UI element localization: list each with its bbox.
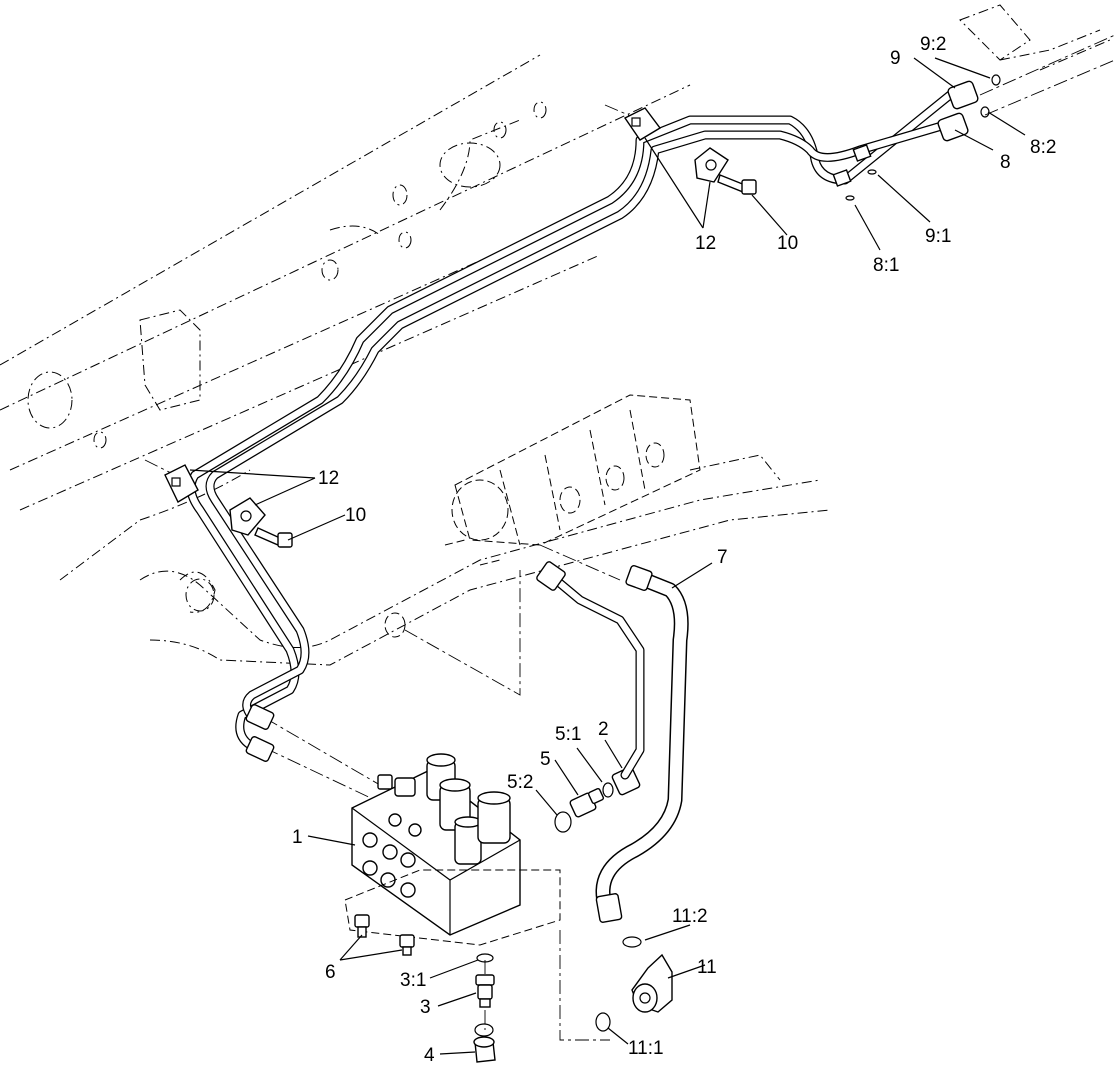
oring-5-2	[554, 811, 572, 833]
tube-fittings-mid	[832, 144, 877, 201]
callout-10-lower: 10	[345, 505, 366, 526]
callout-3-1: 3:1	[400, 970, 426, 991]
cap-4	[473, 1023, 496, 1063]
callout-11-1: 11:1	[628, 1038, 664, 1059]
callout-9-1: 9:1	[925, 226, 951, 247]
adapter-3	[475, 974, 495, 1008]
oring-11-2	[622, 936, 642, 948]
fitting-6-right	[399, 934, 415, 956]
clamp-lower-left	[164, 464, 199, 503]
tube-nut-upper	[245, 704, 275, 730]
callout-5-1: 5:1	[555, 724, 581, 745]
clamp-lower-right	[229, 497, 266, 536]
callout-5-2: 5:2	[507, 772, 533, 793]
callout-8-1: 8:1	[873, 255, 899, 276]
callout-2: 2	[598, 719, 609, 740]
tube-9-nut	[947, 74, 1001, 110]
oring-11-1	[595, 1012, 611, 1032]
callout-9-2: 9:2	[920, 34, 946, 55]
clamp-upper-right	[694, 147, 729, 183]
tube-2-nut	[611, 766, 641, 796]
clamp-upper-left	[623, 107, 662, 141]
elbow-11	[631, 953, 673, 1013]
callout-12-lower: 12	[318, 468, 339, 489]
oring-3-1	[476, 953, 494, 963]
callout-labels: 1 2 3 3:1 4 5 5:1 5:2 6 7 8 8:1 8:2 9 9:…	[292, 34, 1056, 1066]
tube-nut-lower	[245, 736, 275, 762]
callout-8-2: 8:2	[1030, 137, 1056, 158]
tube-8	[205, 120, 950, 725]
leader-lines	[189, 57, 1026, 1055]
callout-11: 11	[697, 957, 717, 978]
callout-8: 8	[1000, 152, 1011, 173]
oring-5-1	[602, 782, 614, 798]
callout-12-upper: 12	[695, 233, 716, 254]
callout-3: 3	[420, 997, 431, 1018]
bolt-upper	[717, 174, 757, 195]
callout-7: 7	[717, 547, 728, 568]
tube-8-nut	[937, 106, 990, 142]
bolt-lower	[254, 527, 293, 548]
tube-2	[536, 561, 645, 780]
callout-9: 9	[890, 48, 901, 69]
callout-4: 4	[424, 1045, 435, 1066]
callout-5: 5	[540, 749, 551, 770]
fitting-6-left	[354, 914, 370, 938]
valve-manifold	[344, 753, 561, 946]
hose-7	[595, 564, 689, 923]
hydraulic-pump-phantom	[384, 394, 701, 638]
callout-11-2: 11:2	[672, 906, 708, 927]
adapter-5	[569, 787, 605, 818]
callout-1: 1	[292, 827, 303, 848]
callout-10-upper: 10	[777, 233, 798, 254]
callout-6: 6	[325, 962, 336, 983]
